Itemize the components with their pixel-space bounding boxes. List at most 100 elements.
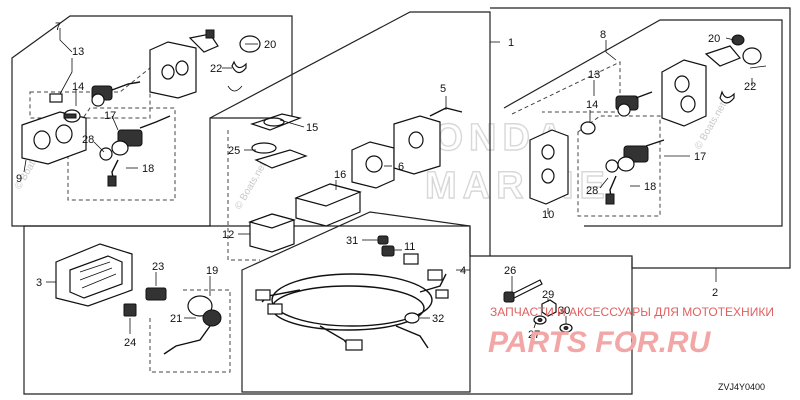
callout-29: 29 [542, 289, 554, 301]
part-gasket-right[interactable] [661, 59, 707, 127]
callout-23: 23 [152, 261, 164, 273]
callout-9: 9 [16, 173, 22, 185]
part-18-lead-left[interactable] [107, 159, 119, 187]
part-12-box[interactable] [248, 213, 296, 253]
part-11-connector[interactable] [381, 245, 395, 257]
part-17-switch-left[interactable] [111, 115, 171, 156]
callout-27: 27 [528, 329, 540, 341]
callout-3: 3 [36, 277, 42, 289]
diagram-code: ZVJ4Y0400 [718, 382, 765, 392]
part-22-clip-right[interactable] [719, 65, 767, 104]
callout-14-left: 14 [72, 81, 84, 93]
part-10-plate[interactable] [529, 129, 569, 205]
callout-13-left: 13 [72, 46, 84, 58]
leader-9 [23, 159, 27, 173]
group-13-right-dashed [511, 61, 621, 115]
group-1-panel [23, 11, 633, 395]
callout-15: 15 [306, 122, 318, 134]
leader-7 [59, 28, 73, 53]
part-19-buzzer[interactable] [163, 295, 222, 355]
group-17-right-dashed [577, 115, 661, 217]
callout-22-right: 22 [744, 81, 756, 93]
part-32-clamp[interactable] [404, 312, 420, 324]
part-31-cap[interactable] [377, 235, 389, 245]
callout-17-right: 17 [694, 151, 706, 163]
part-24-connector[interactable] [123, 303, 137, 317]
callout-21: 21 [170, 313, 182, 325]
part-3-bracket[interactable] [55, 243, 133, 307]
part-27-washer[interactable] [533, 315, 547, 325]
part-4-wire-harness[interactable] [255, 253, 449, 351]
part-26-bolt[interactable] [503, 279, 543, 303]
part-14-knob[interactable] [63, 109, 81, 123]
callout-26: 26 [504, 265, 516, 277]
callout-2: 2 [712, 287, 718, 299]
watermark-marine: MARINE [425, 165, 611, 207]
callout-labels: 7 13 14 20 22 17 28 18 9 1 5 15 25 6 16 … [16, 21, 756, 349]
shop-caption-watermark: ЗАПЧАСТИ И АКСЕССУАРЫ ДЛЯ МОТОТЕХНИКИ [490, 305, 774, 319]
callout-13-right: 13 [588, 69, 600, 81]
callout-20-right: 20 [708, 33, 720, 45]
part-18-lead-right[interactable] [605, 175, 617, 205]
callout-19: 19 [206, 265, 218, 277]
part-9-switch-plate[interactable] [21, 111, 87, 165]
group-12-dashed [227, 130, 260, 261]
bottom-left-parts [46, 243, 231, 373]
callout-6: 6 [398, 161, 404, 173]
group-7-panel [11, 15, 293, 227]
callout-30: 30 [558, 305, 570, 317]
part-43-small-connector[interactable] [49, 93, 63, 103]
callout-32: 32 [432, 313, 444, 325]
group-8-frame [503, 19, 783, 227]
group-2-panel [490, 7, 791, 282]
callout-4: 4 [460, 265, 466, 277]
callout-12: 12 [222, 229, 234, 241]
leader-28-left [93, 141, 105, 153]
part-23-clip[interactable] [145, 287, 167, 301]
callout-31: 31 [346, 235, 358, 247]
part-20-bracket-left[interactable] [188, 29, 261, 53]
group-4-frame [241, 211, 471, 393]
part-20-bracket-right[interactable] [704, 34, 762, 67]
leader-13-left [59, 58, 73, 95]
part-28-nut-right[interactable] [605, 159, 619, 173]
group-2-frame [490, 7, 791, 269]
shop-logo-watermark: PARTS FOR.RU [488, 326, 712, 359]
part-13-switch-right[interactable] [615, 91, 653, 117]
part-25-oring[interactable] [251, 142, 308, 169]
corner-watermark-middle: © Boats.net [233, 160, 269, 211]
callout-18-right: 18 [644, 181, 656, 193]
callout-17-left: 17 [104, 110, 116, 122]
callout-24: 24 [124, 337, 136, 349]
part-gasket-left[interactable] [149, 41, 197, 99]
callout-14-right: 14 [586, 99, 598, 111]
hardware-parts [503, 276, 573, 333]
callout-1: 1 [508, 37, 514, 49]
group-19-dashed [149, 289, 231, 373]
callout-20-left: 20 [264, 39, 276, 51]
leader-20-right [725, 37, 735, 41]
part-16-module[interactable] [294, 183, 362, 227]
callout-5: 5 [440, 83, 446, 95]
part-14-knob-right[interactable] [580, 121, 596, 135]
leader-27 [533, 321, 537, 329]
callout-7: 7 [55, 21, 61, 33]
group-13-dashed-frame [29, 66, 151, 119]
callout-28-right: 28 [586, 185, 598, 197]
callout-22-left: 22 [210, 63, 222, 75]
part-15-lens[interactable] [250, 113, 303, 131]
part-29-nut[interactable] [541, 299, 557, 317]
part-22-clip-left[interactable] [227, 60, 247, 92]
group-4-harness [241, 211, 471, 393]
callout-28-left: 28 [82, 134, 94, 146]
part-17-switch-right[interactable] [617, 139, 665, 172]
leader-17-left [111, 115, 119, 131]
part-13-switch[interactable] [91, 81, 141, 107]
callout-10: 10 [542, 209, 554, 221]
leader-28-right [599, 177, 609, 189]
leader-8 [605, 40, 617, 61]
part-6-plate[interactable] [351, 141, 395, 189]
leader-15 [279, 119, 305, 128]
callout-25: 25 [228, 145, 240, 157]
